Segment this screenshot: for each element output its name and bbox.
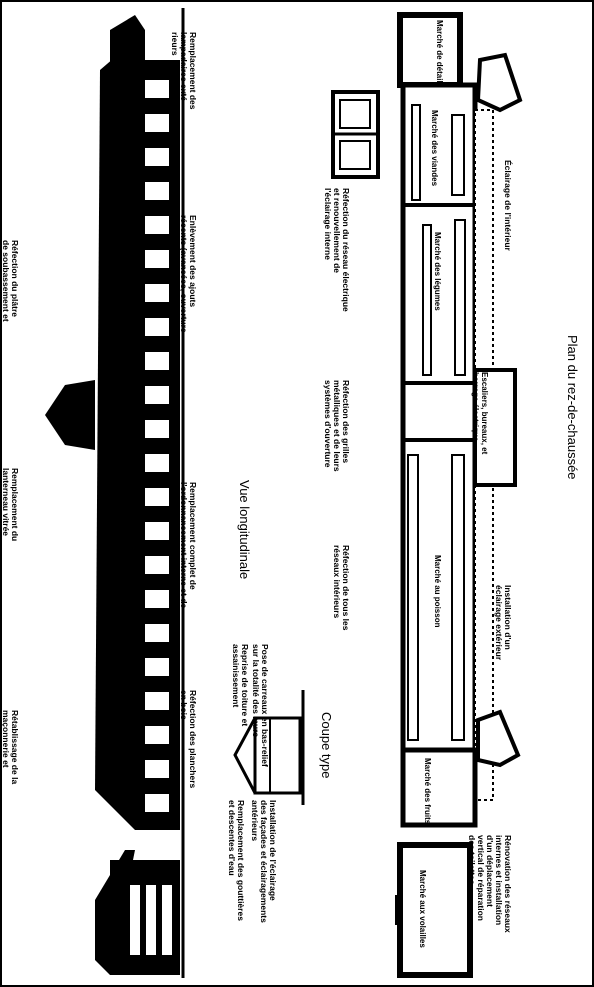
plan-porch-bottom [476,709,521,768]
room-fruits: Marché des fruits [423,758,432,825]
elevation-window [145,488,169,506]
elevation-window [145,216,169,234]
elevation-window [145,420,169,438]
room-volailles: Marché aux volailles [418,870,427,948]
elevation-window [145,148,169,166]
label-lantern: Remplacement dulanterneau vitréeet repri… [0,468,20,550]
plan-stall-3 [422,224,432,376]
label-floors: Réfection des planchersen bois [179,690,198,789]
label-plaster: Réfection du plâtrede soubassement etint… [0,240,20,322]
pavilion-window [162,885,172,955]
elevation-roof [95,40,135,830]
elevation-window [145,352,169,370]
elevation-window [145,794,169,812]
label-tiles: Pose de carreaux en bas-reliefsur la tot… [251,644,270,767]
section-title: Coupe type [319,712,334,779]
plan-stall-1 [411,104,421,201]
elevation-window [145,658,169,676]
plan-middle-annex [473,368,517,487]
plan-stall-6 [451,454,465,741]
elevation-window [145,386,169,404]
elevation-window [145,454,169,472]
label-lighting: Installation de l'éclairagedes façades e… [250,800,278,923]
elevation-window [145,624,169,642]
label-ext-lighting: Installation d'unéclairage extérieur [494,585,513,661]
elevation-window [145,182,169,200]
room-stairs: Escaliers, bureaux, etbarrage électrique [471,372,489,455]
label-masonry: Rétablissage de lamaçonnerie etreconstru… [0,710,20,795]
plan-porch-top [475,52,523,113]
section-roof [233,717,257,794]
label-networks: Réfection de tous lesréseaux intérieurs [332,545,351,631]
label-gutters: Remplacement des gouttièreset descentes … [227,800,246,921]
label-electric: Réfection du réseau électriqueet renouve… [323,188,351,312]
elevation-window [145,80,169,98]
room-viandes: Marché des viandes [430,110,439,187]
elevation-window [145,692,169,710]
plan-bottom-pavilion [400,747,478,828]
label-toilets: Rénovation des réseauxinternes et instal… [467,835,513,933]
pavilion-window [146,885,156,955]
room-detail: Marché de détail [435,20,444,83]
plan-annex-door [395,895,403,925]
label-additions: Enlèvement des ajoutsrécents (avancées, … [170,215,198,333]
elevation-wall [135,60,180,830]
room-legumes: Marché des légumes [433,232,442,311]
elevation-central-spire [45,380,95,450]
elevation-window [145,760,169,778]
elevation-window [145,114,169,132]
plan-stall-2 [451,114,465,196]
label-interior: Remplacement complet del'ordonnancement … [170,482,198,609]
elevation-window [145,590,169,608]
longitudinal-elevation [45,8,185,978]
plan-stall-4 [454,219,466,376]
elevation-window [145,726,169,744]
detail-window-top [339,99,371,129]
elevation-window [145,250,169,268]
elevation-window [145,522,169,540]
detail-window-bottom [339,140,371,170]
plan-top-pavilion [397,12,463,88]
elevation-end-roof [95,850,135,975]
label-lamps: Remplacement deslampadaires exté-rieurs [170,32,198,110]
elevation-windows [130,80,172,955]
elevation-window [145,318,169,336]
label-roof: Reprise de toiture etassainissement [231,644,250,726]
elevation-window [145,556,169,574]
plan-annex-building [397,842,473,978]
plan-stall-5 [407,454,419,741]
plan-title: Plan du rez-de-chaussée [565,335,580,480]
label-int-lighting: Éclairage de l'intérieur [503,160,513,252]
ground-floor-plan [395,12,523,978]
elevation-title: Vue longitudinale [237,480,252,579]
detail-box [331,90,380,179]
elevation-window [145,284,169,302]
pavilion-window [130,885,140,955]
elevation-end-pavilion-top [110,15,145,70]
section-type [233,690,305,805]
section-hall-body [253,716,302,795]
label-grilles: Réfection des grillesmétalliques et de l… [323,380,351,472]
room-poisson: Marché au poisson [433,555,442,628]
